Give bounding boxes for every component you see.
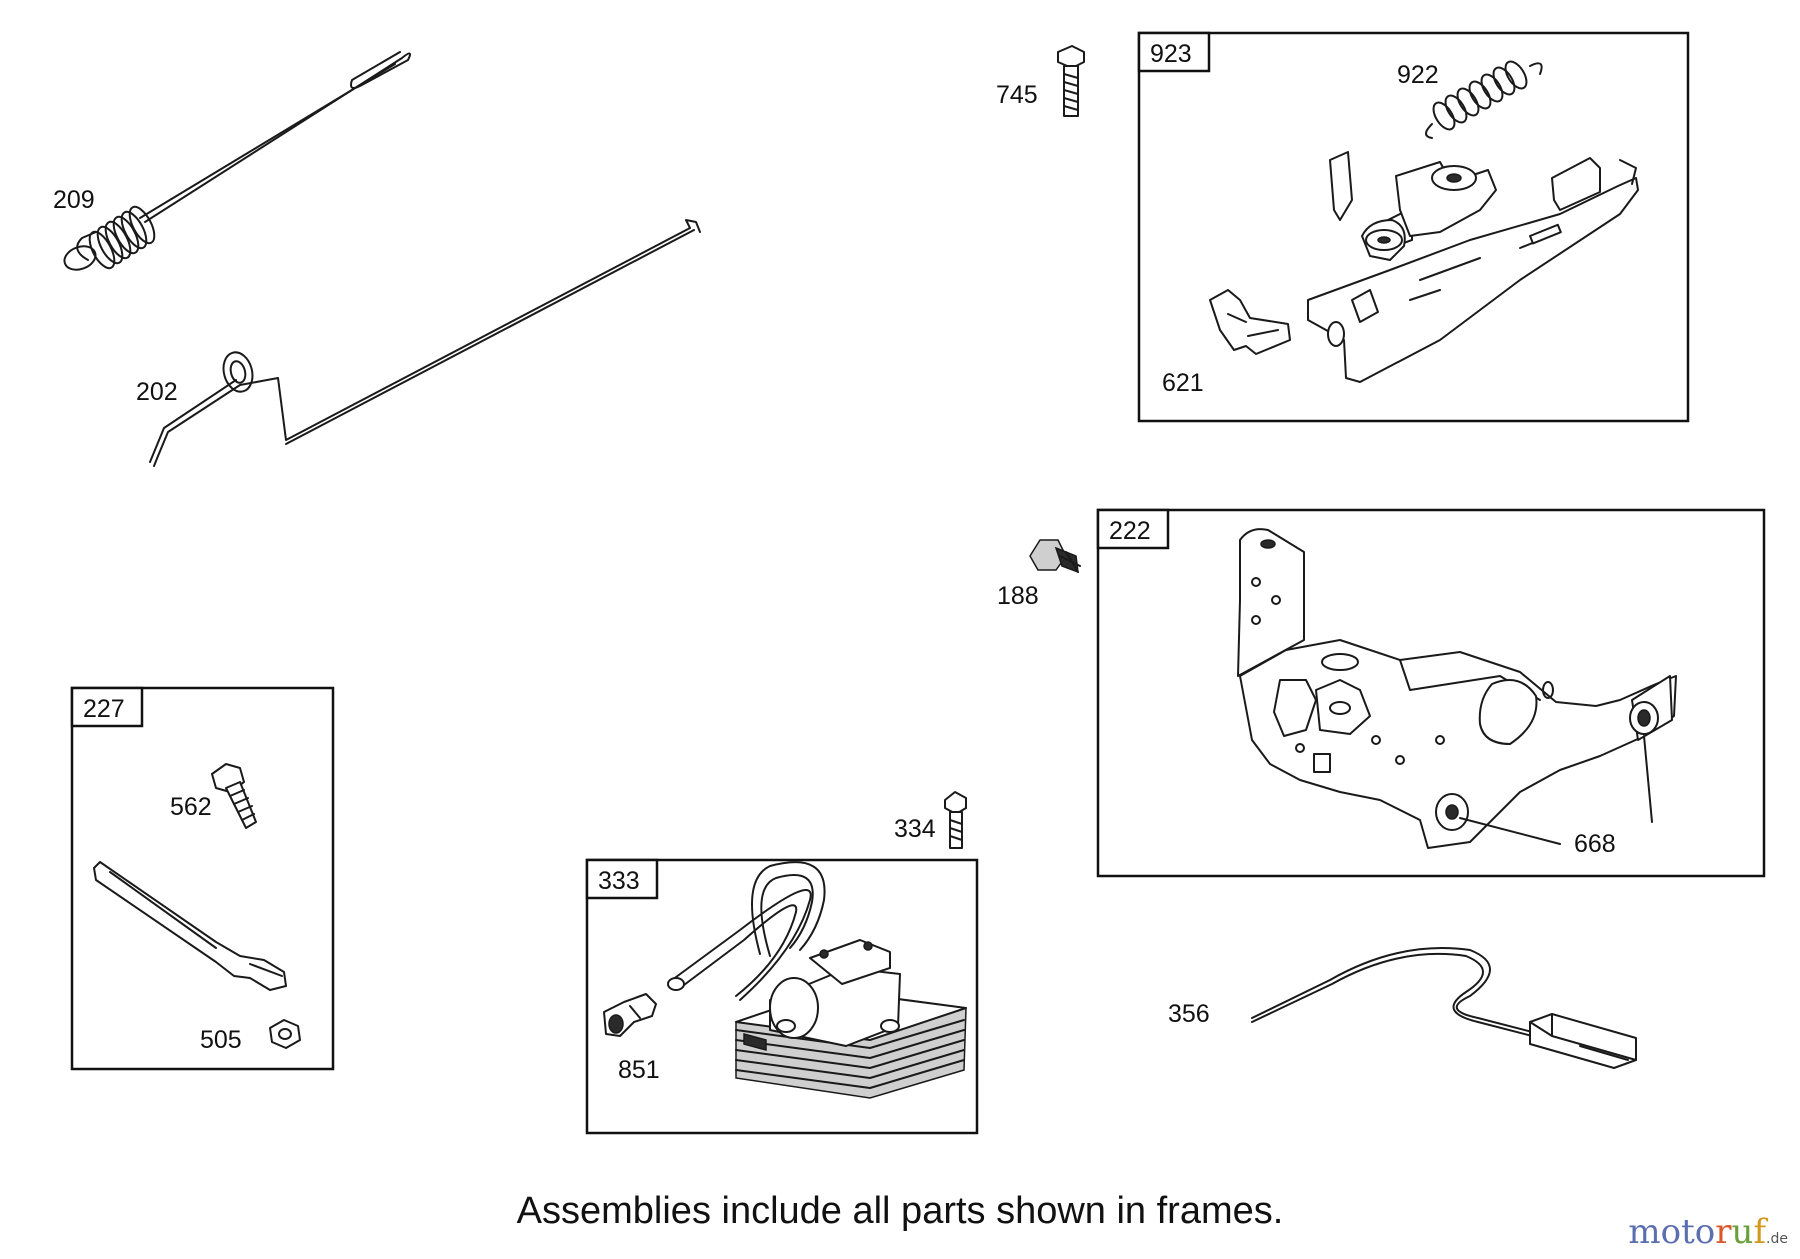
part-922-spring xyxy=(1425,60,1543,139)
part-745-bolt xyxy=(1057,45,1085,117)
part-209-spring-link xyxy=(63,51,411,271)
frame-label-222: 222 xyxy=(1109,517,1151,545)
frame-label-227: 227 xyxy=(83,695,125,723)
frame-222: 222 xyxy=(1096,508,1766,878)
frame-label-923: 923 xyxy=(1150,40,1192,68)
label-202: 202 xyxy=(136,378,178,406)
part-188-bolt xyxy=(1029,539,1081,574)
frame-227: 227 xyxy=(70,686,335,1071)
part-334-screw xyxy=(944,791,967,849)
label-356: 356 xyxy=(1168,1000,1210,1028)
part-562-screw xyxy=(211,763,257,829)
label-668: 668 xyxy=(1574,830,1616,858)
part-227-lever xyxy=(93,861,287,991)
label-922: 922 xyxy=(1397,61,1439,89)
label-505: 505 xyxy=(200,1026,242,1054)
part-356-wire xyxy=(1251,947,1637,1069)
part-851-connector xyxy=(603,993,657,1037)
diagram-caption: Assemblies include all parts shown in fr… xyxy=(516,1190,1284,1232)
frame-333: 333 xyxy=(585,858,979,1135)
part-621-clip xyxy=(1209,289,1291,355)
spring-209-coil xyxy=(63,205,156,271)
frame-label-333: 333 xyxy=(598,867,640,895)
label-209: 209 xyxy=(53,186,95,214)
label-188: 188 xyxy=(997,582,1039,610)
part-222-mounting-bracket xyxy=(1237,528,1677,849)
label-851: 851 xyxy=(618,1056,660,1084)
part-202-rod xyxy=(149,219,701,467)
label-334: 334 xyxy=(894,815,936,843)
part-505-nut xyxy=(269,1019,301,1049)
part-333-ignition-coil xyxy=(667,861,967,1099)
label-562: 562 xyxy=(170,793,212,821)
brand-watermark: motoruf.de xyxy=(1628,1212,1788,1252)
label-745: 745 xyxy=(996,81,1038,109)
part-923-control-bracket xyxy=(1307,151,1639,383)
label-621: 621 xyxy=(1162,369,1204,397)
frame-923: 923 xyxy=(1137,31,1690,423)
